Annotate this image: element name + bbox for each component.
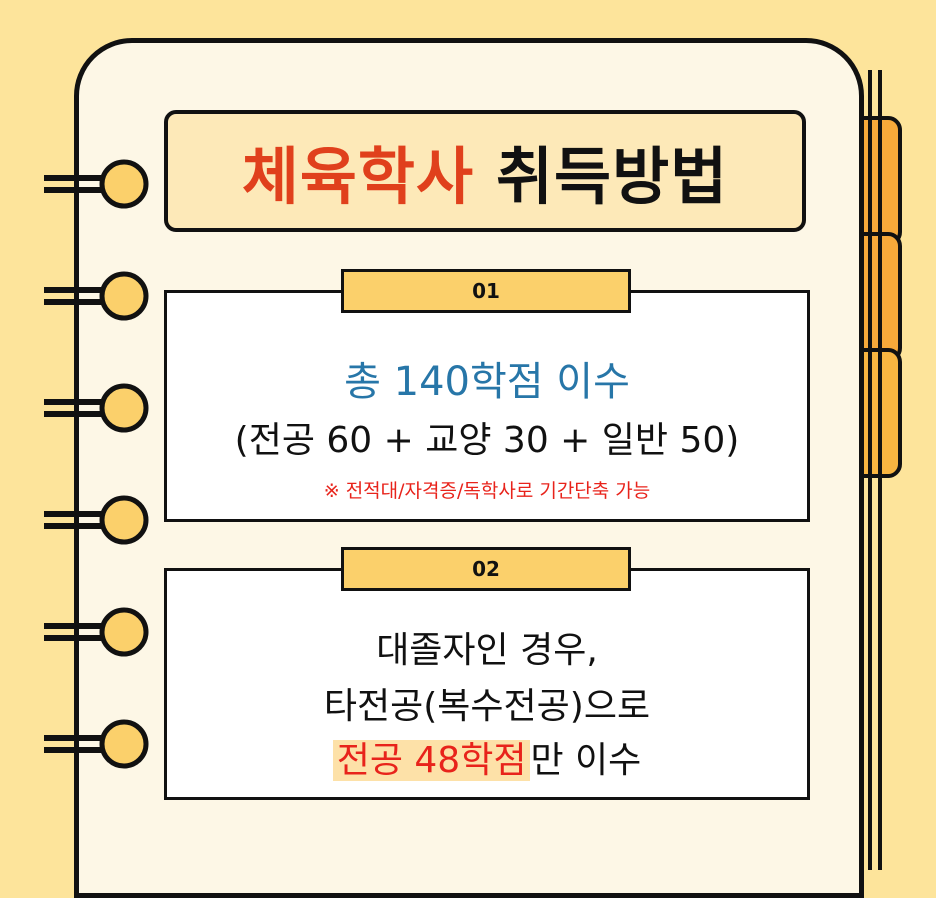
credit-suffix: 만 이수 (530, 740, 642, 781)
spiral-ring-icon (44, 495, 149, 545)
spiral-ring-icon (44, 271, 149, 321)
credit-breakdown-text: (전공 60 + 교양 30 + 일반 50) (234, 420, 740, 461)
spiral-ring-icon (44, 719, 149, 769)
graduate-case-text: 대졸자인 경우, (376, 630, 598, 671)
title-accent: 체육학사 (241, 140, 474, 213)
double-major-text: 타전공(복수전공)으로 (323, 686, 651, 727)
spiral-ring-icon (44, 159, 149, 209)
spiral-ring-icon (44, 383, 149, 433)
page-title: 체육학사 취득방법 (164, 110, 806, 232)
card-label-02: 02 (341, 547, 631, 591)
spiral-ring-icon (44, 607, 149, 657)
highlight-credit: 전공 48학점 (332, 740, 531, 781)
credit-total-text: 총 140학점 이수 (344, 359, 630, 405)
info-card-01: 01 총 140학점 이수 (전공 60 + 교양 30 + 일반 50) ※ … (164, 269, 810, 522)
shortening-note: ※ 전적대/자격증/독학사로 기간단축 가능 (323, 480, 651, 502)
page-edge-2 (872, 70, 882, 870)
title-rest: 취득방법 (496, 140, 729, 213)
card-label-01: 01 (341, 269, 631, 313)
page-edge-1 (862, 70, 872, 870)
